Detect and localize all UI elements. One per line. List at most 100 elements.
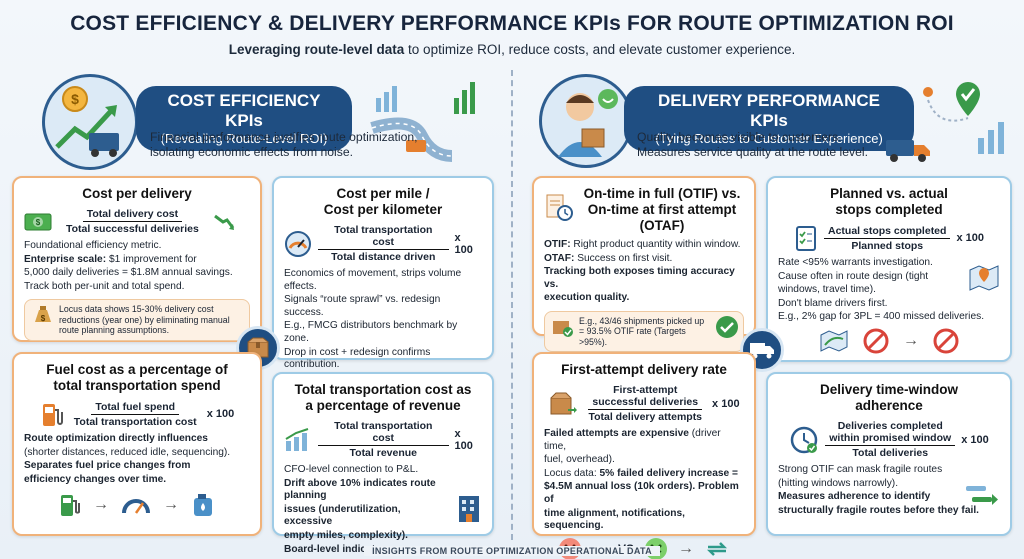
fraction: Total transportation cost Total revenue <box>318 420 449 459</box>
arrow-icon: → <box>903 331 919 349</box>
body-line: OTAF: Success on first visit. <box>544 253 744 266</box>
body-line: Failed attempts are expensive (driver ti… <box>544 428 744 453</box>
note-text: Locus data shows 15-30% delivery cost re… <box>59 304 230 336</box>
card-body: Failed attempts are expensive (driver ti… <box>544 428 744 533</box>
dollar-growth-icon: $ <box>42 74 138 170</box>
delivery-section-title: DELIVERY PERFORMANCE KPIs <box>658 91 880 130</box>
center-divider <box>511 70 513 540</box>
body-line: (hitting windows narrowly). <box>778 477 899 489</box>
document-clock-icon <box>544 192 574 222</box>
map-pin-icon <box>968 262 1000 292</box>
delivery-truck-hub-icon <box>740 328 784 372</box>
delivery-section-description: Quality becomes visible to customers. Me… <box>637 130 887 160</box>
multiplier: x 100 <box>712 397 740 410</box>
body-bold: OTAF: <box>544 252 575 264</box>
body-line: 5,000 daily deliveries = $1.8M annual sa… <box>24 267 233 279</box>
fraction: Total delivery cost Total successful del… <box>62 208 203 235</box>
body-bold: Measures adherence to identify <box>778 491 931 503</box>
body-line: E.g., 2% gap for 3PL = 400 missed delive… <box>778 311 985 323</box>
denominator: Total distance driven <box>331 251 436 263</box>
card-title: Cost per delivery <box>82 186 192 201</box>
body-line: Drop in cost + redesign confirms contrib… <box>284 346 431 371</box>
body-line: Economics of movement, strips volume eff… <box>284 268 462 292</box>
checklist-icon <box>794 224 818 252</box>
body-bold: OTIF: <box>544 239 571 250</box>
body-text: Locus data: <box>544 467 600 479</box>
card-planned-vs-actual-stops: Planned vs. actual stops completed Actua… <box>766 176 1012 362</box>
callout-note: $ Locus data shows 15-30% delivery cost … <box>24 299 250 341</box>
body-line: E.g., FMCG distributors benchmark by zon… <box>284 320 458 344</box>
card-body: Foundational efficiency metric. Enterpri… <box>24 240 250 293</box>
numerator: Total transportation cost <box>318 224 449 250</box>
body-line: Drift above 10% indicates route planning <box>284 478 446 503</box>
body-line: Rate <95% warrants investigation. <box>778 257 933 268</box>
denominator: Total deliveries <box>852 447 929 459</box>
body-line: execution quality. <box>544 292 744 305</box>
card-title: Cost per mile / Cost per kilometer <box>284 186 482 218</box>
title-line: Total transportation cost as <box>294 382 472 397</box>
arrow-icon: → <box>163 496 179 514</box>
card-title: On-time in full (OTIF) vs. On-time at fi… <box>580 186 744 234</box>
card-title: First-attempt delivery rate <box>561 362 727 377</box>
delivery-desc-line-2: Measures service quality at the route le… <box>637 145 868 159</box>
building-icon <box>456 492 482 524</box>
subtitle-emphasis: Leveraging route-level data <box>228 42 405 57</box>
title-line: Fuel cost as a percentage of <box>46 362 228 377</box>
body-bold: time alignment, notifications, sequencin… <box>544 507 685 532</box>
body-bold: issues (underutilization, excessive <box>284 503 401 528</box>
body-line: Don't blame drivers first. <box>778 297 888 309</box>
title-line: Planned vs. actual <box>830 186 948 201</box>
numerator-line: First-attempt <box>613 384 678 396</box>
numerator: Total transportation cost <box>318 420 449 446</box>
route-map-icon <box>362 76 502 166</box>
numerator-line: successful deliveries <box>592 396 699 408</box>
body-line: Measures adherence to identify <box>778 491 960 504</box>
title-line: total transportation spend <box>53 378 221 393</box>
numerator: Total fuel spend <box>91 401 180 415</box>
svg-text:$: $ <box>36 218 41 227</box>
card-cost-per-delivery: Cost per delivery $ Total delivery cost … <box>12 176 262 342</box>
body-line: Signals “route sprawl” vs. redesign succ… <box>284 294 441 318</box>
arrow-icon: → <box>93 496 109 514</box>
multiplier: x 100 <box>454 427 473 452</box>
card-cost-per-mile: Cost per mile / Cost per kilometer Total… <box>272 176 494 401</box>
formula: Total fuel spend Total transportation co… <box>24 400 250 428</box>
body-bold: 5% failed delivery increase = <box>599 467 738 479</box>
body-line: CFO-level connection to P&L. <box>284 464 419 475</box>
formula: $ Total delivery cost Total successful d… <box>24 208 250 235</box>
body-line: efficiency changes over time. <box>24 474 250 487</box>
formula: Total transportation cost Total revenue … <box>284 420 482 459</box>
stops-flow: → <box>778 328 1000 354</box>
body-line: empty miles, complexity). <box>284 530 446 543</box>
body-bold: Separates fuel price changes from <box>24 460 191 472</box>
card-body-tail: structurally fragile routes before they … <box>778 505 1000 518</box>
body-line: Foundational efficiency metric. <box>24 240 162 251</box>
card-transport-cost-revenue: Total transportation cost as a percentag… <box>272 372 494 555</box>
card-title: Fuel cost as a percentage of total trans… <box>24 362 250 394</box>
numerator: Total delivery cost <box>82 208 183 222</box>
title-line: (OTAF) <box>639 218 685 233</box>
body-bold: $4.5M annual loss (10k orders). Problem … <box>544 481 739 505</box>
delivery-section-subtitle: (Tying Routes to Customer Experience) <box>655 131 883 146</box>
card-first-attempt-delivery: First-attempt delivery rate First-attemp… <box>532 352 756 559</box>
body-line: OTIF: Right product quantity within wind… <box>544 239 744 252</box>
body-line: Locus data: 5% failed delivery increase … <box>544 468 744 481</box>
subtitle-rest: to optimize ROI, reduce costs, and eleva… <box>404 42 796 57</box>
cost-desc-line-1: Financial performance justifies route op… <box>150 130 418 144</box>
body-bold: Enterprise scale: <box>24 253 107 265</box>
delivery-section-header: DELIVERY PERFORMANCE KPIs (Tying Routes … <box>624 86 914 151</box>
body-bold: structurally fragile routes before they … <box>778 504 979 516</box>
card-body: OTIF: Right product quantity within wind… <box>544 239 744 305</box>
fraction: Total fuel spend Total transportation co… <box>70 401 201 428</box>
body-line: Route optimization directly influences <box>24 433 250 446</box>
body-bold: Failed attempts are expensive <box>544 428 689 439</box>
delivery-person-icon <box>539 74 633 168</box>
cost-desc-line-2: isolating economic effects from noise. <box>150 145 353 159</box>
money-bag-icon: $ <box>31 304 55 326</box>
body-bold: efficiency changes over time. <box>24 473 167 485</box>
card-title: Total transportation cost as a percentag… <box>284 382 482 414</box>
title-line: Cost per kilometer <box>323 202 443 217</box>
